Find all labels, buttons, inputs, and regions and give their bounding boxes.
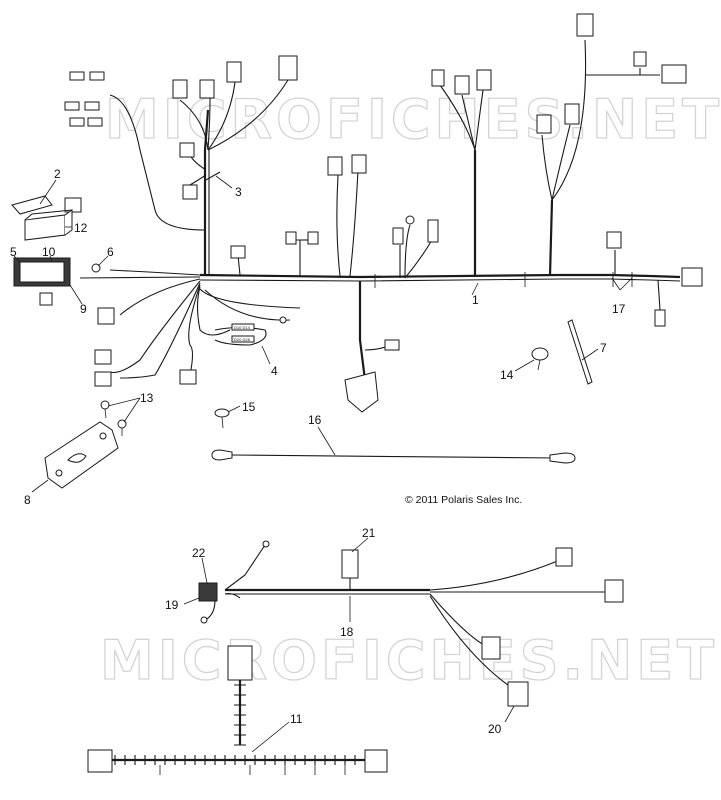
- callout-22: 22: [192, 546, 206, 560]
- callout-2: 2: [54, 167, 61, 181]
- diode-jumper: D10 D14 D20 D28: [231, 323, 255, 343]
- callout-3: 3: [235, 185, 242, 199]
- copyright-notice: © 2011 Polaris Sales Inc.: [405, 494, 522, 506]
- callout-5: 5: [10, 245, 17, 259]
- callout-19: 19: [165, 598, 179, 612]
- callout-21: 21: [362, 526, 376, 540]
- leader-lines: [13, 175, 633, 753]
- callout-4: 4: [271, 364, 278, 378]
- lower-harness: [198, 540, 624, 707]
- callout-17: 17: [612, 302, 626, 316]
- ground-cable: [211, 449, 576, 464]
- clamp-and-tie: [531, 319, 593, 385]
- callout-11: 11: [290, 712, 303, 726]
- callout-18: 18: [340, 625, 354, 639]
- fasteners: [100, 400, 230, 436]
- callout-13: 13: [140, 391, 154, 405]
- callout-15: 15: [242, 400, 256, 414]
- fuse-parts: [11, 195, 73, 287]
- front-harness: [87, 645, 388, 775]
- mounting-bracket: [44, 421, 119, 489]
- callout-16: 16: [308, 413, 322, 427]
- diode-label-top: D10 D14: [234, 325, 251, 330]
- callouts: 1 2 3 4 5 6 7 8 9 10 11 12 13 14 15 16 1…: [10, 167, 626, 736]
- callout-7: 7: [600, 341, 607, 355]
- callout-9: 9: [80, 302, 87, 316]
- main-harness: [79, 39, 681, 381]
- connectors-main: [39, 13, 703, 413]
- callout-12: 12: [74, 221, 88, 235]
- callout-14: 14: [500, 368, 514, 382]
- callout-8: 8: [24, 493, 31, 507]
- watermark-bottom: MICROFICHES.NET: [100, 629, 718, 692]
- callout-20: 20: [488, 722, 502, 736]
- callout-10: 10: [42, 245, 56, 259]
- callout-1: 1: [472, 293, 479, 307]
- diode-label-bottom: D20 D28: [234, 337, 251, 342]
- callout-6: 6: [107, 245, 114, 259]
